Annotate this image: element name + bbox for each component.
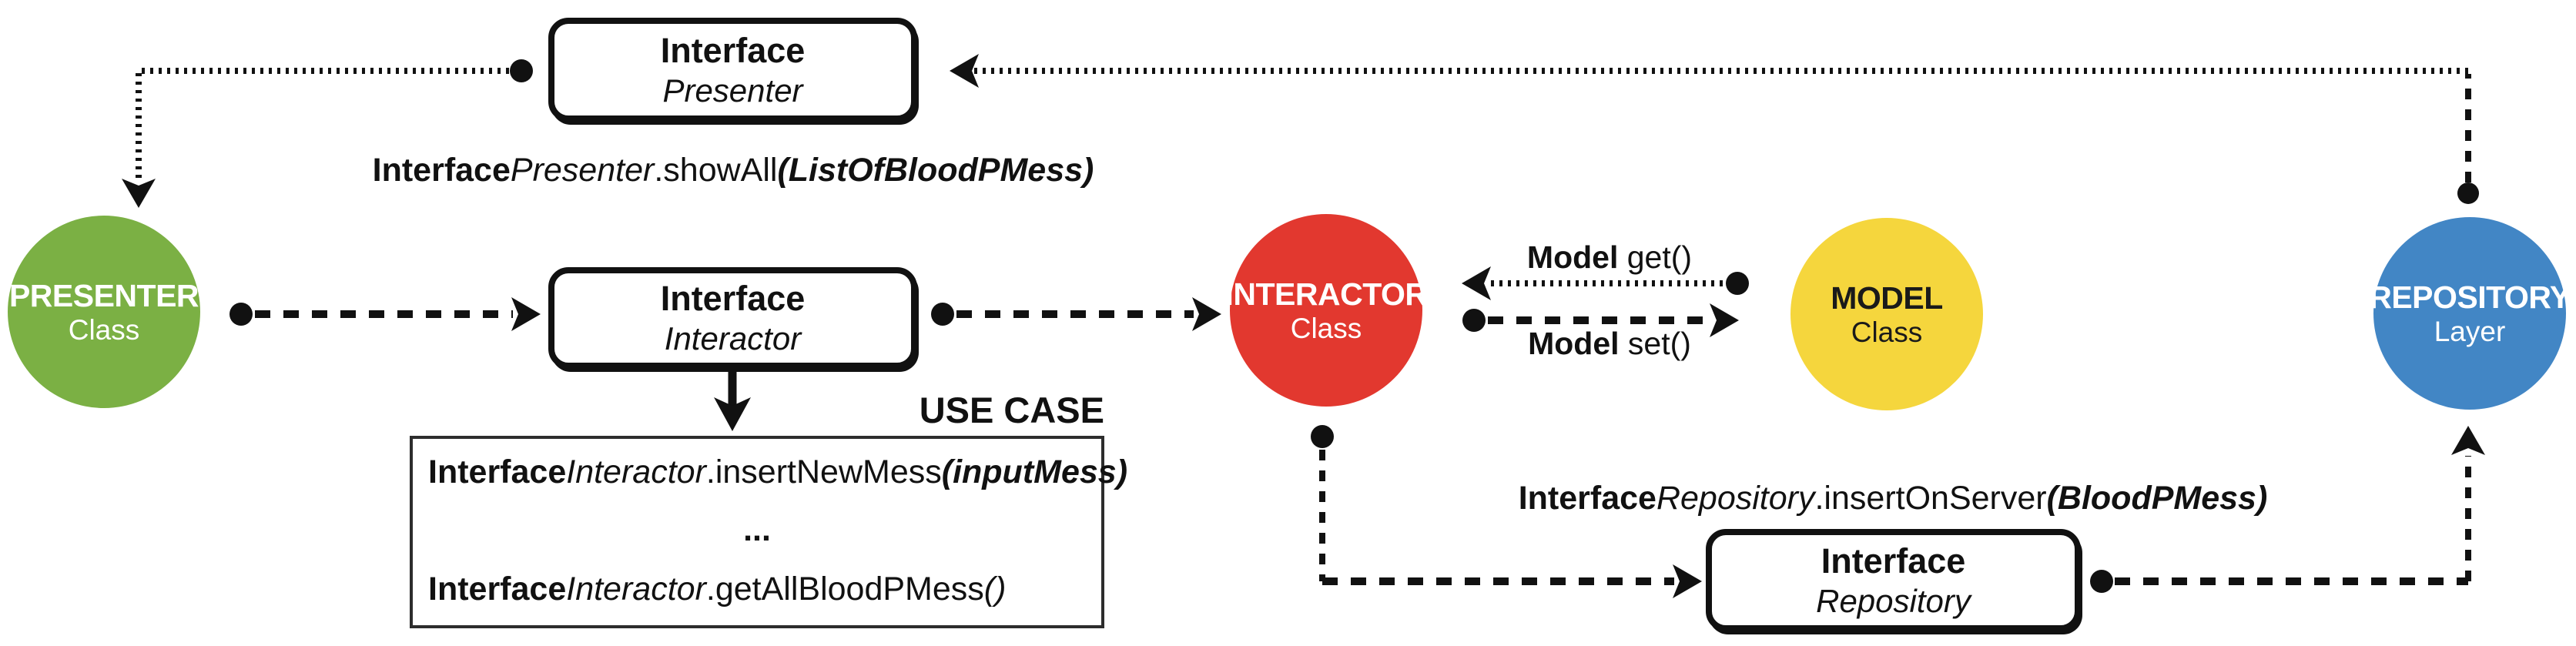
arrowhead-left-icon [950,54,979,88]
arrowhead-right-icon [1673,564,1702,598]
edge-origin-dot [931,303,954,326]
interactor-class-node: INTERACTOR Class [1224,214,1428,407]
use-case-method-getall: InterfaceInteractor.getAllBloodPMess() [428,571,1007,608]
edge-origin-dot [1311,425,1334,448]
model-class-node: MODEL Class [1790,218,1983,410]
arrowhead-down-icon [714,397,751,431]
edge-origin-dot [510,59,533,82]
node-title: PRESENTER [8,277,199,313]
arrowhead-right-icon [1192,297,1221,331]
box-title: Interface [660,30,806,70]
node-subtitle: Class [68,313,140,346]
edge-repository-layer-to-presenter-interface [950,54,2479,204]
edge-presenter-interface-to-presenter-class [122,59,533,208]
edge-presenter-class-to-interactor-interface [229,297,541,331]
box-subtitle: Presenter [662,72,803,109]
arrowhead-left-icon [1462,266,1491,300]
node-title: MODEL [1831,279,1943,316]
use-case-ellipsis: ... [743,511,771,548]
repository-layer-node: REPOSITORY Layer [2369,217,2571,410]
arrowhead-right-icon [1710,303,1739,337]
edge-interactor-interface-to-interactor-class [931,297,1221,331]
interactor-interface-box: Interface Interactor [548,267,917,369]
edge-origin-dot [229,303,253,326]
presenter-call-signature: InterfacePresenter.showAll(ListOfBloodPM… [372,152,1094,189]
edge-repository-interface-to-repository-layer [2090,426,2485,593]
use-case-method-insert: InterfaceInteractor.insertNewMess(inputM… [428,454,1128,490]
edge-origin-dot [1462,309,1486,332]
box-subtitle: Repository [1816,582,1971,619]
node-subtitle: Layer [2434,315,2506,347]
node-subtitle: Class [1290,312,1362,344]
edge-origin-dot [1726,272,1749,295]
arrowhead-down-icon [122,179,156,208]
box-title: Interface [1821,541,1966,581]
use-case-title: USE CASE [919,390,1104,430]
edge-model-get [1462,266,1749,300]
edge-interactor-interface-to-use-case [714,370,751,431]
model-set-label: Model set() [1528,326,1691,361]
edge-model-set [1462,303,1739,337]
edge-origin-dot [2457,182,2479,204]
arrowhead-right-icon [511,297,541,331]
arrowhead-up-icon [2451,426,2485,455]
box-subtitle: Interactor [664,320,802,356]
presenter-class-node: PRESENTER Class [8,216,200,408]
node-subtitle: Class [1851,316,1923,348]
repository-call-signature: InterfaceRepository.insertOnServer(Blood… [1518,480,2268,517]
use-case-box [410,436,1104,628]
node-title: INTERACTOR [1224,276,1428,312]
edge-interactor-class-to-repository-interface [1311,425,1702,598]
edge-origin-dot [2090,570,2113,593]
node-title: REPOSITORY [2369,279,2571,315]
box-title: Interface [660,279,806,318]
presenter-interface-box: Interface Presenter [548,18,917,122]
repository-interface-box: Interface Repository [1706,529,2081,631]
model-get-label: Model get() [1526,239,1693,275]
